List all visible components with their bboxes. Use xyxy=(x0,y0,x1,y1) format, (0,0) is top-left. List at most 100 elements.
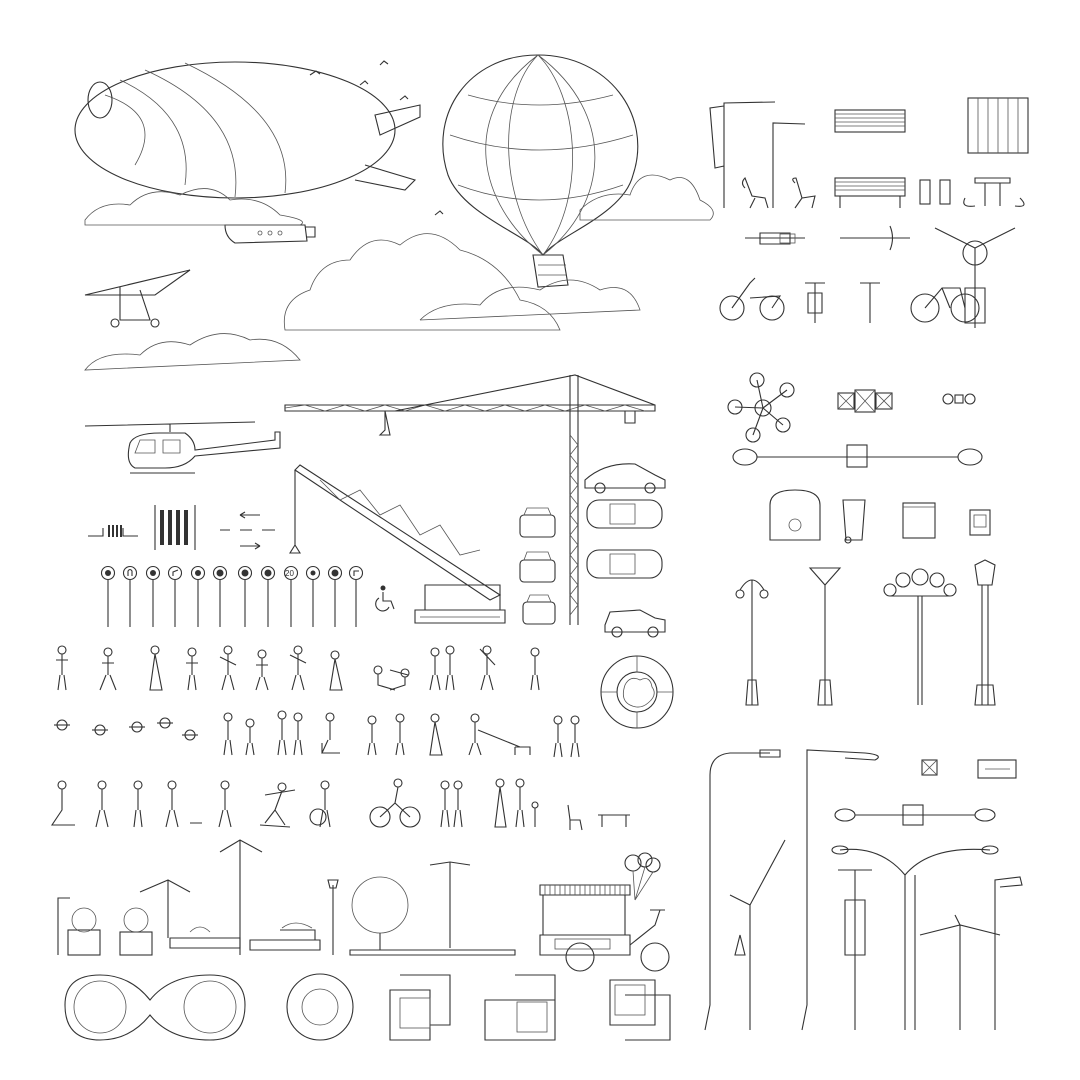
lane-arrows xyxy=(220,510,275,550)
scooter-kid xyxy=(50,780,75,826)
banner-lamp xyxy=(838,869,872,1030)
person xyxy=(440,780,450,828)
traffic-signs-row: 20 xyxy=(100,565,370,630)
double-street-lamp xyxy=(219,839,263,955)
person xyxy=(429,647,441,691)
recycling-bin xyxy=(769,489,821,541)
people xyxy=(50,645,630,835)
helicopter xyxy=(84,418,285,478)
vending-box xyxy=(969,509,991,536)
y-lamp-tall xyxy=(429,861,471,948)
person xyxy=(255,649,269,691)
wheelie-bin xyxy=(842,499,866,544)
zebra-crossing xyxy=(154,505,196,550)
chandelier-lamp-top xyxy=(727,372,795,443)
cobra-street-lamp xyxy=(801,749,879,1031)
bench-planter xyxy=(249,922,321,951)
dog-walker xyxy=(468,713,531,756)
leaf-lamp xyxy=(729,839,786,1030)
car-rear xyxy=(522,594,556,625)
speed-limit-label: 20 xyxy=(285,569,294,578)
square-planter-2 xyxy=(484,974,556,1041)
bicycle-top xyxy=(840,225,910,251)
round-planter xyxy=(286,973,354,1041)
park-chair-2 xyxy=(792,177,816,209)
speed-bump-crosswalk xyxy=(88,523,138,543)
suv-front xyxy=(519,551,556,583)
double-head-lamp-top xyxy=(834,804,996,826)
person xyxy=(245,718,255,756)
bench-front xyxy=(834,177,906,208)
double-arm-lamp-top xyxy=(732,444,983,468)
wheelchair-icon xyxy=(374,585,396,613)
scooter-front xyxy=(805,282,825,323)
person xyxy=(429,713,443,756)
picnic-table xyxy=(963,177,1025,207)
ice-cream-tricycle-cart xyxy=(535,852,675,972)
motorcycle-top xyxy=(745,232,805,245)
square-planter-1 xyxy=(389,974,451,1041)
lantern-lamp xyxy=(974,559,996,706)
bicycle-front xyxy=(860,282,880,323)
hatchback-front xyxy=(519,507,556,538)
person xyxy=(219,645,237,691)
planter-with-lamp xyxy=(57,897,101,956)
vehicles xyxy=(515,460,675,640)
dumpster xyxy=(902,502,936,539)
street-lamp xyxy=(772,122,806,208)
person xyxy=(223,712,233,756)
figure-eight-planter xyxy=(64,974,246,1041)
person xyxy=(218,780,232,828)
person xyxy=(95,780,109,828)
person xyxy=(149,645,163,691)
bench-top xyxy=(834,109,906,133)
person xyxy=(133,780,143,828)
person-with-bike xyxy=(309,780,331,828)
crawler-crane xyxy=(289,464,510,630)
litter-bin xyxy=(919,179,951,205)
lamp-tree-square xyxy=(327,876,516,956)
mini-cooper-side xyxy=(604,609,666,638)
square-planter-3 xyxy=(609,979,671,1041)
person xyxy=(395,713,405,756)
person-top-view xyxy=(129,721,145,733)
y-lamp xyxy=(919,914,1001,1030)
person-top-view xyxy=(182,729,198,741)
sedan-top xyxy=(586,499,663,529)
park-chair xyxy=(741,177,769,209)
round-tree-planter-top xyxy=(600,655,675,730)
bicycle-side xyxy=(910,287,980,323)
person xyxy=(329,650,343,691)
person-with-dog xyxy=(165,780,202,828)
person xyxy=(453,780,463,828)
person xyxy=(56,645,68,691)
planters-top xyxy=(55,970,671,1050)
tower-crane xyxy=(284,374,660,630)
planter-box xyxy=(119,907,153,956)
y-lamp-bench xyxy=(139,879,241,949)
person xyxy=(445,645,455,691)
globe-cluster-lamp xyxy=(883,568,957,705)
blimp xyxy=(74,55,425,255)
person-top-view xyxy=(157,717,173,729)
lighting-and-bins xyxy=(725,365,1025,545)
person xyxy=(479,645,496,691)
person-top-view xyxy=(54,719,70,731)
scooter-kid xyxy=(321,712,340,754)
balloons xyxy=(624,852,661,901)
planters-elevation xyxy=(50,839,520,960)
double-circle-lamp xyxy=(942,393,976,405)
person xyxy=(289,645,307,691)
person xyxy=(277,710,287,756)
victorian-double-lamp xyxy=(735,579,769,706)
table-top xyxy=(967,97,1029,154)
hang-glider xyxy=(80,265,200,335)
bench-small xyxy=(598,814,630,827)
clouds xyxy=(80,160,720,400)
sedan-side xyxy=(584,463,666,494)
street-lamp-banner xyxy=(709,101,776,208)
triple-square-lamp xyxy=(837,389,893,413)
family xyxy=(494,778,539,828)
cyclist xyxy=(369,778,421,828)
wall-plate xyxy=(977,759,1017,779)
